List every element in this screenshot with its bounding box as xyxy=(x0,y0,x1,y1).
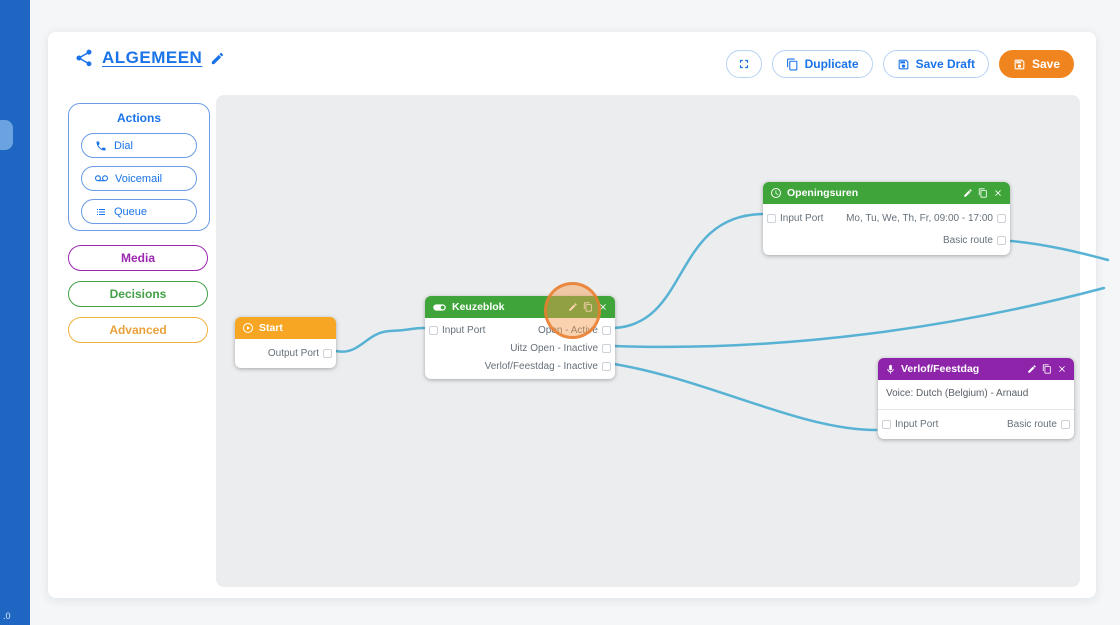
duplicate-label: Duplicate xyxy=(804,57,859,71)
copy-node-icon[interactable] xyxy=(583,302,593,312)
openingsuren-input-port[interactable] xyxy=(767,213,776,223)
input-port-label: Input Port xyxy=(442,324,486,336)
delete-node-icon[interactable] xyxy=(598,302,608,312)
duplicate-button[interactable]: Duplicate xyxy=(771,50,873,78)
output-label: Basic route xyxy=(942,234,993,246)
keuzeblok-input-port[interactable] xyxy=(429,325,438,335)
save-button[interactable]: Save xyxy=(998,50,1074,78)
queue-list-icon xyxy=(95,206,107,218)
node-start[interactable]: Start Output Port xyxy=(235,317,336,368)
palette-item-queue[interactable]: Queue xyxy=(81,199,197,224)
openingsuren-output-port-hours[interactable] xyxy=(997,213,1006,223)
delete-node-icon[interactable] xyxy=(1057,364,1067,374)
call-flow-icon xyxy=(74,48,94,68)
copy-icon xyxy=(786,58,799,71)
palette-group-decisions[interactable]: Decisions xyxy=(68,281,208,307)
node-openingsuren[interactable]: Openingsuren Input Port Mo, Tu, We, Th, … xyxy=(763,182,1010,255)
toggle-icon xyxy=(432,300,447,315)
copy-node-icon[interactable] xyxy=(1042,364,1052,374)
openingsuren-output-port-basic[interactable] xyxy=(997,235,1006,245)
copy-node-icon[interactable] xyxy=(978,188,988,198)
verlof-input-port[interactable] xyxy=(882,419,891,429)
palette-item-dial[interactable]: Dial xyxy=(81,133,197,158)
node-keuzeblok[interactable]: Keuzeblok Input Port Open - Active Uitz … xyxy=(425,296,615,379)
save-icon xyxy=(897,58,910,71)
output-label: Verlof/Feestdag - Inactive xyxy=(484,360,598,372)
flow-canvas[interactable] xyxy=(216,95,1080,587)
node-verlof-header[interactable]: Verlof/Feestdag xyxy=(878,358,1074,380)
start-output-port[interactable] xyxy=(323,348,332,358)
fullscreen-icon xyxy=(737,57,751,71)
voicemail-label: Voicemail xyxy=(115,172,163,185)
keuzeblok-output-port-uitz[interactable] xyxy=(602,343,611,353)
node-openingsuren-header[interactable]: Openingsuren xyxy=(763,182,1010,204)
delete-node-icon[interactable] xyxy=(993,188,1003,198)
flow-title-row: ALGEMEEN xyxy=(74,48,225,68)
save-icon xyxy=(1013,58,1026,71)
node-openingsuren-title: Openingsuren xyxy=(787,187,859,199)
app-sidebar[interactable]: .0 xyxy=(0,0,30,625)
output-label: Basic route xyxy=(1006,418,1057,430)
keuzeblok-output-port-open[interactable] xyxy=(602,325,611,335)
output-port-label: Output Port xyxy=(267,347,319,359)
save-draft-label: Save Draft xyxy=(915,57,975,71)
palette-item-voicemail[interactable]: Voicemail xyxy=(81,166,197,191)
fullscreen-button[interactable] xyxy=(725,50,762,78)
version-label: .0 xyxy=(3,611,11,621)
verlof-output-port-basic[interactable] xyxy=(1061,419,1070,429)
page-title: ALGEMEEN xyxy=(102,48,203,67)
queue-label: Queue xyxy=(114,205,148,218)
palette-group-media[interactable]: Media xyxy=(68,245,208,271)
output-label: Uitz Open - Inactive xyxy=(510,342,598,354)
node-keuzeblok-title: Keuzeblok xyxy=(452,301,505,313)
toolbar: Duplicate Save Draft Save xyxy=(725,50,1074,78)
palette-actions-group: Actions Dial Voicemail Queue xyxy=(68,103,210,231)
phone-icon xyxy=(95,140,107,152)
node-divider xyxy=(878,409,1074,410)
node-start-header[interactable]: Start xyxy=(235,317,336,339)
clock-icon xyxy=(770,187,782,199)
node-keuzeblok-header[interactable]: Keuzeblok xyxy=(425,296,615,318)
save-draft-button[interactable]: Save Draft xyxy=(882,50,989,78)
voice-setting-label: Voice: Dutch (Belgium) - Arnaud xyxy=(886,388,1029,399)
edit-node-icon[interactable] xyxy=(963,188,973,198)
microphone-icon xyxy=(885,364,896,375)
output-label: Mo, Tu, We, Th, Fr, 09:00 - 17:00 xyxy=(846,212,993,224)
input-port-label: Input Port xyxy=(780,212,824,224)
edit-title-icon[interactable] xyxy=(210,51,225,66)
play-circle-icon xyxy=(242,322,254,334)
input-port-label: Input Port xyxy=(895,418,939,430)
node-start-title: Start xyxy=(259,322,283,334)
palette-group-advanced[interactable]: Advanced xyxy=(68,317,208,343)
edit-node-icon[interactable] xyxy=(568,302,578,312)
keuzeblok-output-port-verlof[interactable] xyxy=(602,361,611,371)
voicemail-icon xyxy=(95,172,108,185)
save-label: Save xyxy=(1031,57,1060,71)
sidebar-active-tab[interactable] xyxy=(0,120,13,150)
dial-label: Dial xyxy=(114,139,133,152)
edit-node-icon[interactable] xyxy=(1027,364,1037,374)
node-verlof-title: Verlof/Feestdag xyxy=(901,363,980,375)
actions-group-title: Actions xyxy=(116,111,161,125)
output-label: Open - Active xyxy=(537,324,598,336)
node-verlof[interactable]: Verlof/Feestdag Voice: Dutch (Belgium) -… xyxy=(878,358,1074,439)
